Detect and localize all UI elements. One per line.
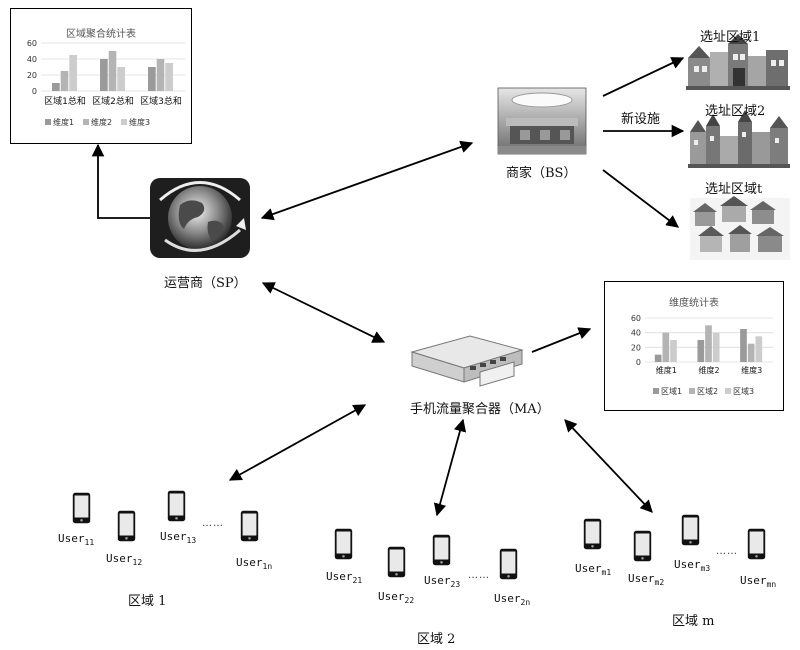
legend-swatch — [725, 388, 731, 394]
region1-label: 区域 1 — [128, 590, 166, 609]
bar — [670, 340, 677, 362]
x-tick-label: 区域2总和 — [92, 95, 134, 107]
site-t-houses-image — [690, 196, 790, 260]
bar — [100, 59, 108, 91]
operator-label: 运营商（SP） — [164, 272, 247, 291]
phone-icon — [387, 546, 406, 578]
operator-globe-icon — [150, 178, 250, 258]
bar — [748, 344, 755, 362]
bar — [713, 333, 720, 362]
ellipsis: …… — [202, 518, 224, 529]
legend-item: 区域3 — [725, 386, 754, 397]
legend-swatch — [653, 388, 659, 394]
legend-item: 维度1 — [45, 117, 74, 128]
site-t-label: 选址区域t — [705, 178, 762, 197]
phone-icon — [633, 530, 652, 562]
bar — [117, 67, 125, 91]
ma-region2-arrow — [437, 420, 463, 515]
phone-icon — [681, 514, 700, 546]
legend-swatch — [83, 119, 89, 125]
y-tick-label: 40 — [27, 55, 37, 64]
bar — [756, 336, 763, 362]
bar — [655, 355, 662, 362]
legend-swatch — [121, 119, 127, 125]
legend-item: 区域2 — [689, 386, 718, 397]
legend-item: 维度2 — [83, 117, 112, 128]
x-tick-label: 维度3 — [741, 365, 762, 375]
x-tick-label: 区域3总和 — [140, 95, 182, 107]
sp-to-region-chart-arrow — [98, 145, 150, 218]
user-label: User1n — [236, 556, 272, 571]
phone-icon — [432, 534, 451, 566]
phone-icon — [583, 518, 602, 550]
bar — [697, 340, 704, 362]
bar — [52, 83, 60, 91]
dimension-statistics-chart: 维度统计表 0204060维度1维度2维度3 区域1 区域2 区域3 — [604, 281, 784, 411]
sp-bs-arrow — [262, 143, 472, 218]
user-label: User23 — [424, 574, 460, 589]
user-label: User22 — [378, 590, 414, 605]
phone-icon — [499, 548, 518, 580]
ellipsis: …… — [716, 546, 738, 557]
ellipsis: …… — [468, 570, 490, 581]
y-tick-label: 0 — [32, 87, 37, 96]
phone-icon — [72, 492, 91, 524]
bar — [61, 71, 69, 91]
user-label: Userm3 — [674, 558, 710, 573]
bar — [662, 333, 669, 362]
ma-to-dimension-chart-arrow — [532, 329, 590, 352]
bs-to-site1-arrow — [603, 58, 683, 96]
y-tick-label: 40 — [631, 329, 641, 338]
user-label: User12 — [106, 552, 142, 567]
x-tick-label: 维度1 — [656, 365, 677, 375]
bs-to-site-t-arrow — [603, 170, 678, 227]
y-tick-label: 60 — [631, 314, 641, 323]
bar — [109, 51, 117, 91]
regionm-label: 区域 m — [672, 610, 714, 629]
bar — [157, 59, 165, 91]
phone-icon — [334, 528, 353, 560]
new-facility-label: 新设施 — [621, 108, 660, 127]
legend-swatch — [45, 119, 51, 125]
user-label: User21 — [326, 570, 362, 585]
y-tick-label: 20 — [27, 71, 37, 80]
user-label: Userm2 — [628, 572, 664, 587]
phone-icon — [167, 490, 186, 522]
ma-regionm-arrow — [565, 420, 652, 512]
aggregator-device-icon — [412, 336, 522, 386]
legend-item: 区域1 — [653, 386, 682, 397]
legend-item: 维度3 — [121, 117, 150, 128]
x-tick-label: 维度2 — [698, 365, 719, 375]
phone-icon — [240, 510, 259, 542]
phone-icon — [747, 528, 766, 560]
bar — [165, 63, 173, 91]
sp-ma-arrow — [263, 283, 384, 342]
bar — [148, 67, 156, 91]
y-tick-label: 20 — [631, 343, 641, 352]
aggregator-label: 手机流量聚合器（MA） — [410, 398, 550, 417]
bar — [740, 329, 747, 362]
site1-label: 选址区域1 — [700, 26, 760, 45]
phone-icon — [117, 510, 136, 542]
bar — [705, 325, 712, 362]
y-tick-label: 0 — [636, 358, 641, 367]
site2-label: 选址区域2 — [705, 100, 765, 119]
user-label: Usermn — [740, 574, 776, 589]
region2-label: 区域 2 — [417, 628, 455, 647]
bar — [69, 55, 77, 91]
ma-region1-arrow — [230, 405, 365, 480]
user-label: User13 — [160, 530, 196, 545]
user-label: Userm1 — [575, 562, 611, 577]
y-tick-label: 60 — [27, 39, 37, 48]
user-label: User2n — [494, 592, 530, 607]
merchant-label: 商家（BS） — [506, 162, 576, 181]
legend-swatch — [689, 388, 695, 394]
region-aggregate-chart: 区域聚合统计表 0204060区域1总和区域2总和区域3总和 维度1 维度2 维… — [10, 8, 192, 144]
merchant-building-icon — [498, 88, 586, 154]
x-tick-label: 区域1总和 — [44, 95, 86, 107]
user-label: User11 — [58, 532, 94, 547]
